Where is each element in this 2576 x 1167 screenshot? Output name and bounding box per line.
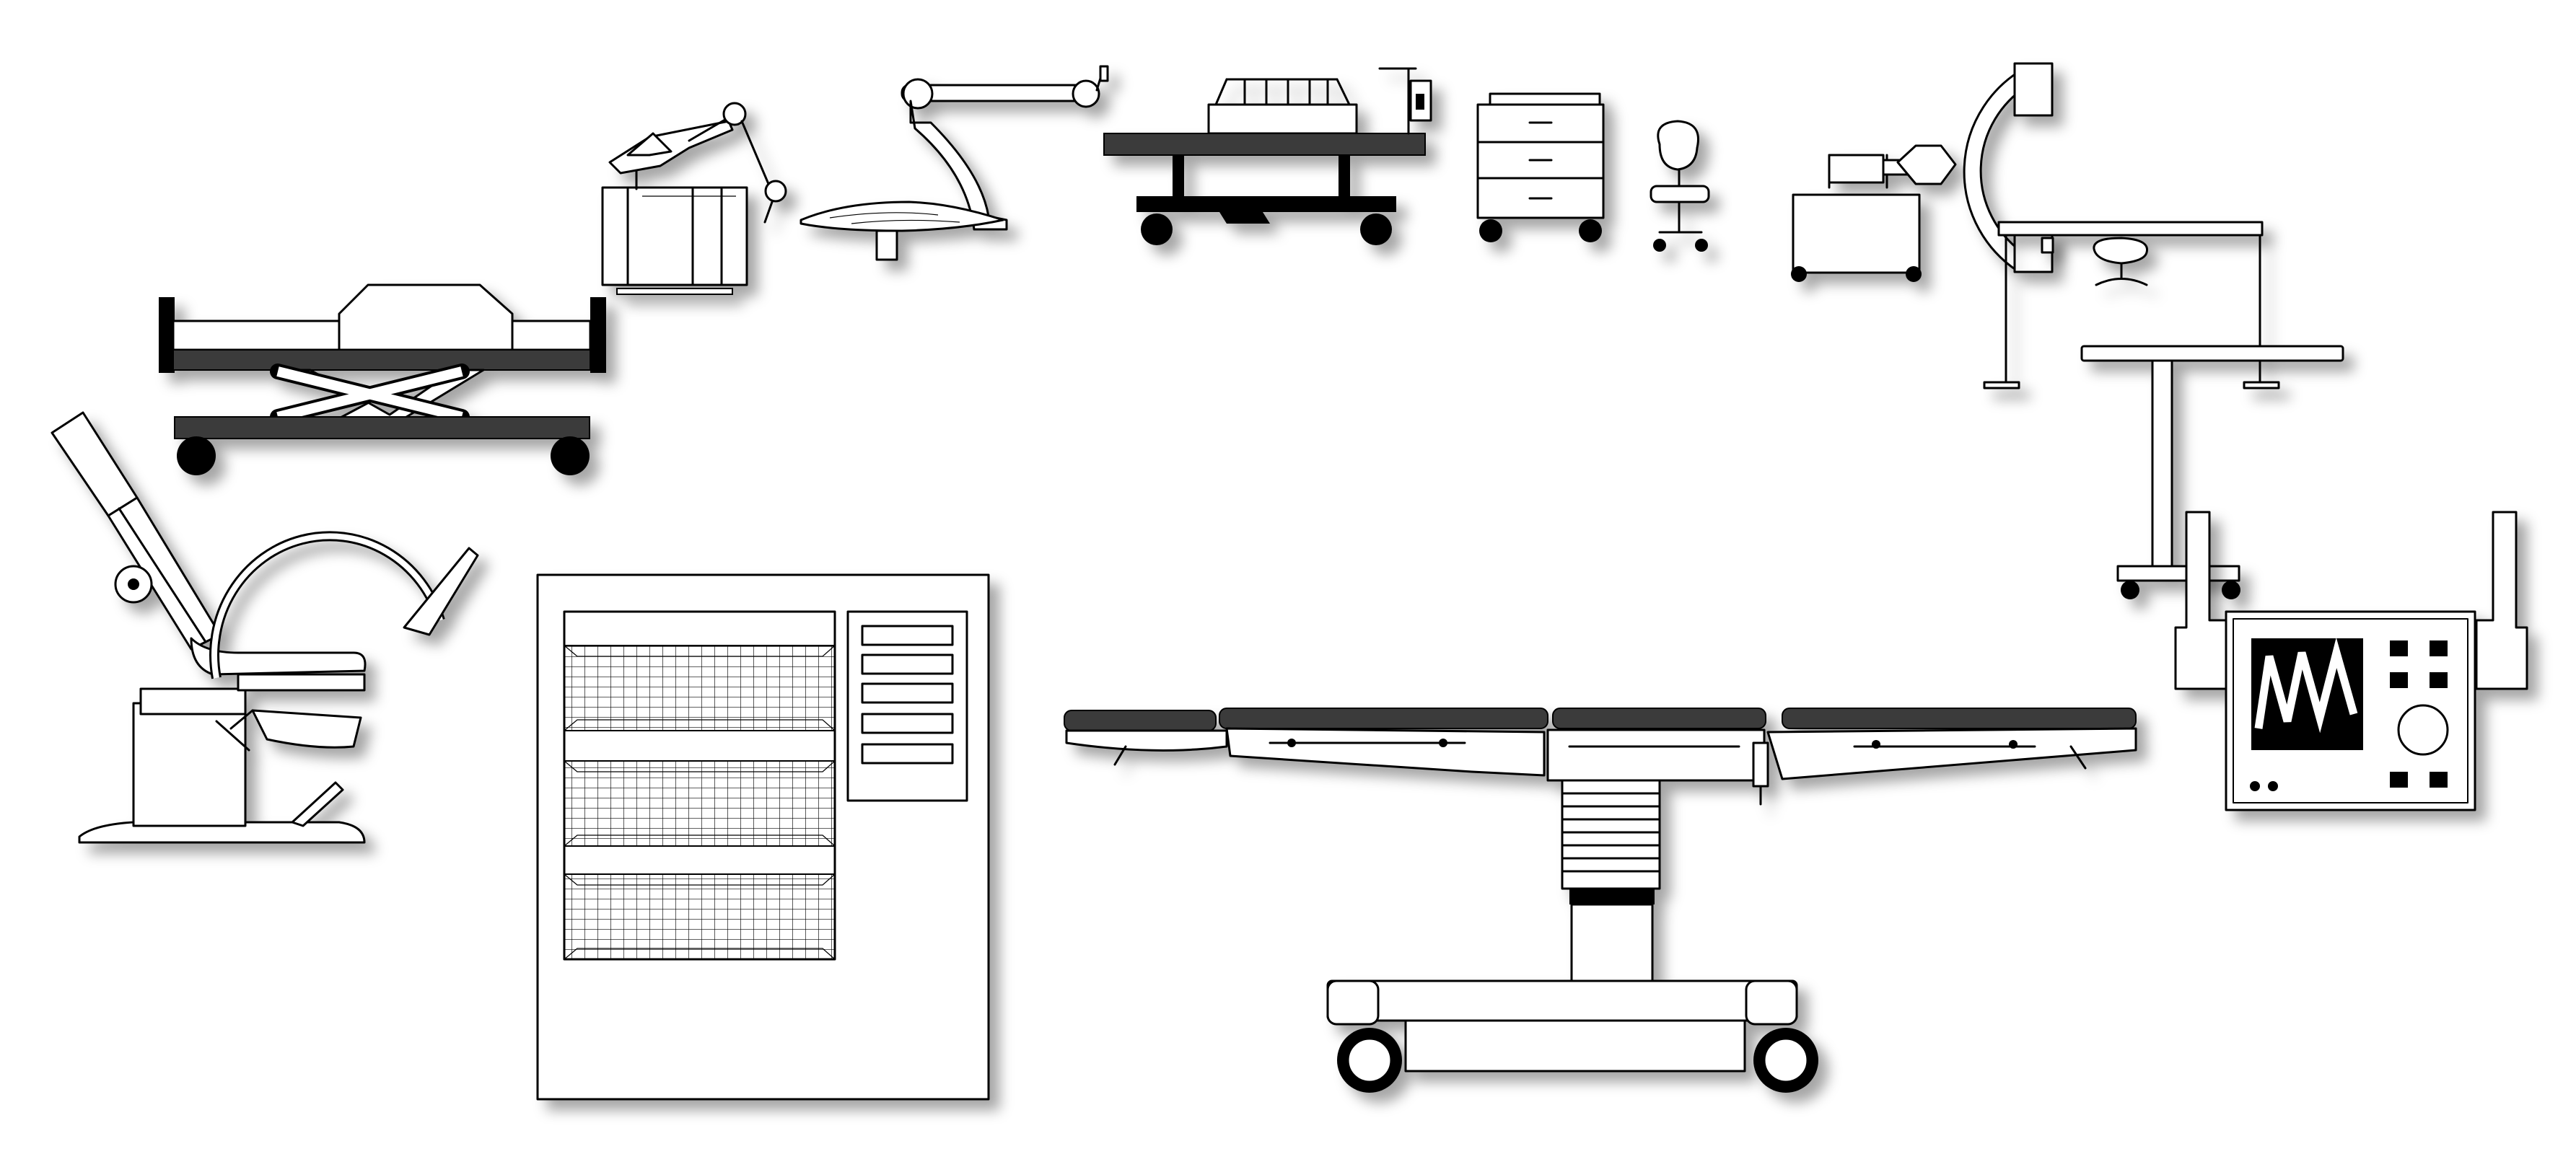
surgical-robot-icon bbox=[601, 102, 787, 295]
drawer-cabinet-icon bbox=[1476, 92, 1605, 242]
operating-table-icon bbox=[1064, 708, 2137, 1093]
desk-with-chair-icon bbox=[1983, 221, 2280, 389]
scissor-lift-bed-icon bbox=[159, 283, 606, 475]
surgical-light-icon bbox=[799, 65, 1109, 261]
ceiling-pendant-icon bbox=[2080, 345, 2344, 599]
storage-shelf-unit-icon bbox=[536, 573, 990, 1101]
office-chair-icon bbox=[1650, 120, 1710, 252]
stretcher-with-iv-pole-icon bbox=[1103, 67, 1432, 245]
medical-monitor-icon bbox=[2174, 511, 2528, 811]
gynecological-chair-icon bbox=[51, 411, 479, 844]
c-arm-icon bbox=[1791, 62, 2054, 282]
